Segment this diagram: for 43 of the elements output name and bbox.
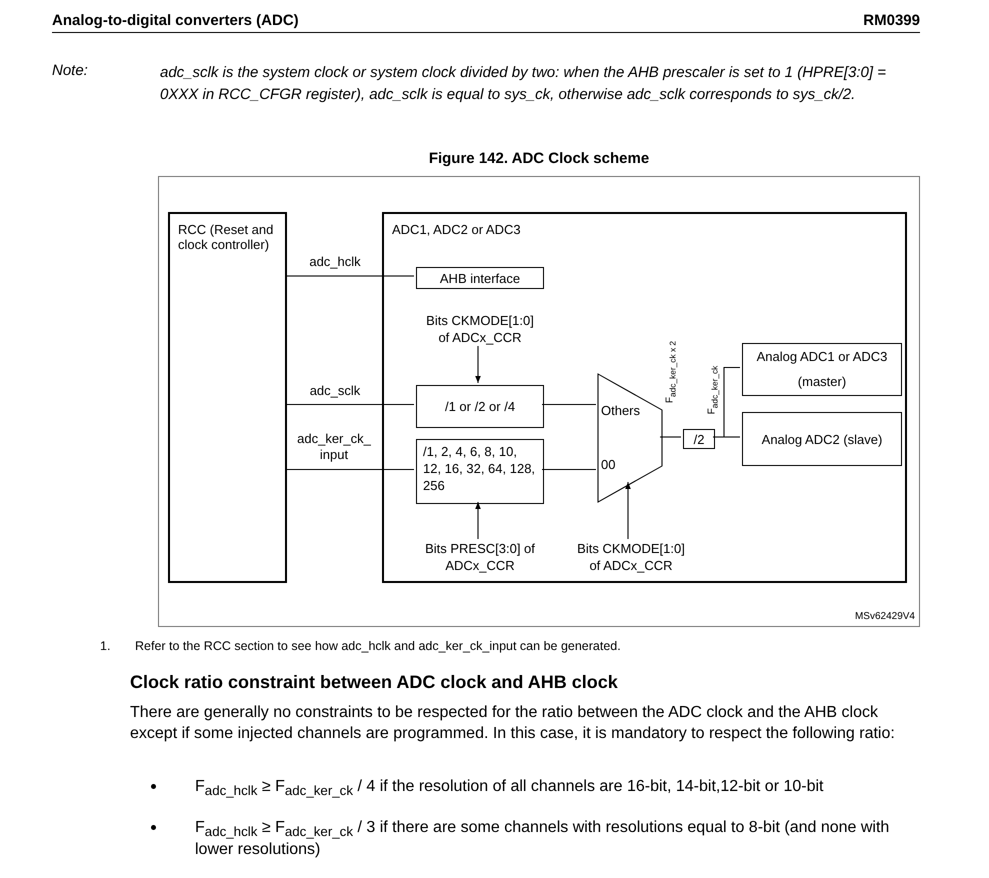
box-label: AHB interface: [440, 270, 520, 286]
block-title: ADC1, ADC2 or ADC3: [392, 222, 522, 237]
connector-line: [286, 404, 414, 405]
arrow: [475, 346, 481, 384]
process-box: [742, 412, 902, 466]
arrow: [625, 482, 631, 540]
text: MSv62429V4: [854, 611, 915, 622]
process-box: [416, 267, 544, 289]
register-bits-label: Bits CKMODE[1:0] of ADCx_CCR: [420, 313, 540, 348]
block-title: RCC (Reset and clock controller): [178, 222, 274, 252]
text: Note:: [52, 62, 89, 79]
box-label: /1, 2, 4, 6, 8, 10, 12, 16, 32, 64, 128, 256: [423, 444, 536, 495]
heading: RM0399: [862, 12, 920, 29]
system-block: [168, 212, 287, 583]
text: There are generally no constraints to be respected for the ratio between the ADC clock and the AHB clock except if some injected channels are programmed. In this case, it is mandatory to respect the following ratio:: [130, 703, 896, 744]
text: F$_{adc_hclk}$ ≥ F$_{adc_ker_ck}$ / 4 if the resolution of all channels are 16-bit, 14-bit,12-bit or 10-bit: [195, 777, 824, 800]
process-box: [416, 385, 544, 428]
prescaler-box: [416, 439, 544, 504]
system-block: [382, 212, 907, 583]
heading: Analog-to-digital converters (ADC): [52, 12, 300, 29]
connector-line: [712, 436, 740, 438]
box-label: Analog ADC1 or ADC3 (master): [756, 348, 888, 391]
connector-line: [542, 404, 596, 405]
register-bits-label: Bits PRESC[3:0] of ADCx_CCR: [420, 541, 540, 577]
heading: Clock ratio constraint between ADC clock and AHB clock: [130, 672, 619, 693]
box-label: Analog ADC2 (slave): [762, 432, 882, 446]
box-label: /1 or /2 or /4: [444, 399, 516, 414]
text: adc_sclk is the system clock or system clock divided by two: when the AHB prescaler is set to 1 (HPRE[3:0] = 0XXX in RCC_CFGR register), adc_sclk is equal to sys_ck, otherwise adc_sclk corresponds to sys_ck/2.: [160, 63, 887, 105]
connector-line: [286, 469, 414, 470]
multiplexer: [598, 374, 662, 502]
input-label: 00: [601, 457, 616, 472]
process-box: [683, 429, 715, 449]
text: Refer to the RCC section to see how adc_hclk and adc_ker_ck_input can be generated.: [135, 639, 622, 653]
figure-title: Figure 142. ADC Clock scheme: [428, 150, 650, 167]
text: F$_{adc_hclk}$ ≥ F$_{adc_ker_ck}$ / 3 if there are some channels with resolutions equal to 8-bit (and none with lower resolutions): [195, 818, 890, 860]
analog-adc-box: [742, 343, 902, 396]
connector-line: [660, 436, 682, 438]
input-label: Others: [601, 403, 640, 418]
register-bits-label: Bits CKMODE[1:0] of ADCx_CCR: [571, 541, 691, 577]
connector-line: [542, 469, 596, 470]
box-label: /2: [694, 432, 704, 446]
text: 1.: [100, 639, 112, 653]
arrow: [475, 502, 481, 540]
